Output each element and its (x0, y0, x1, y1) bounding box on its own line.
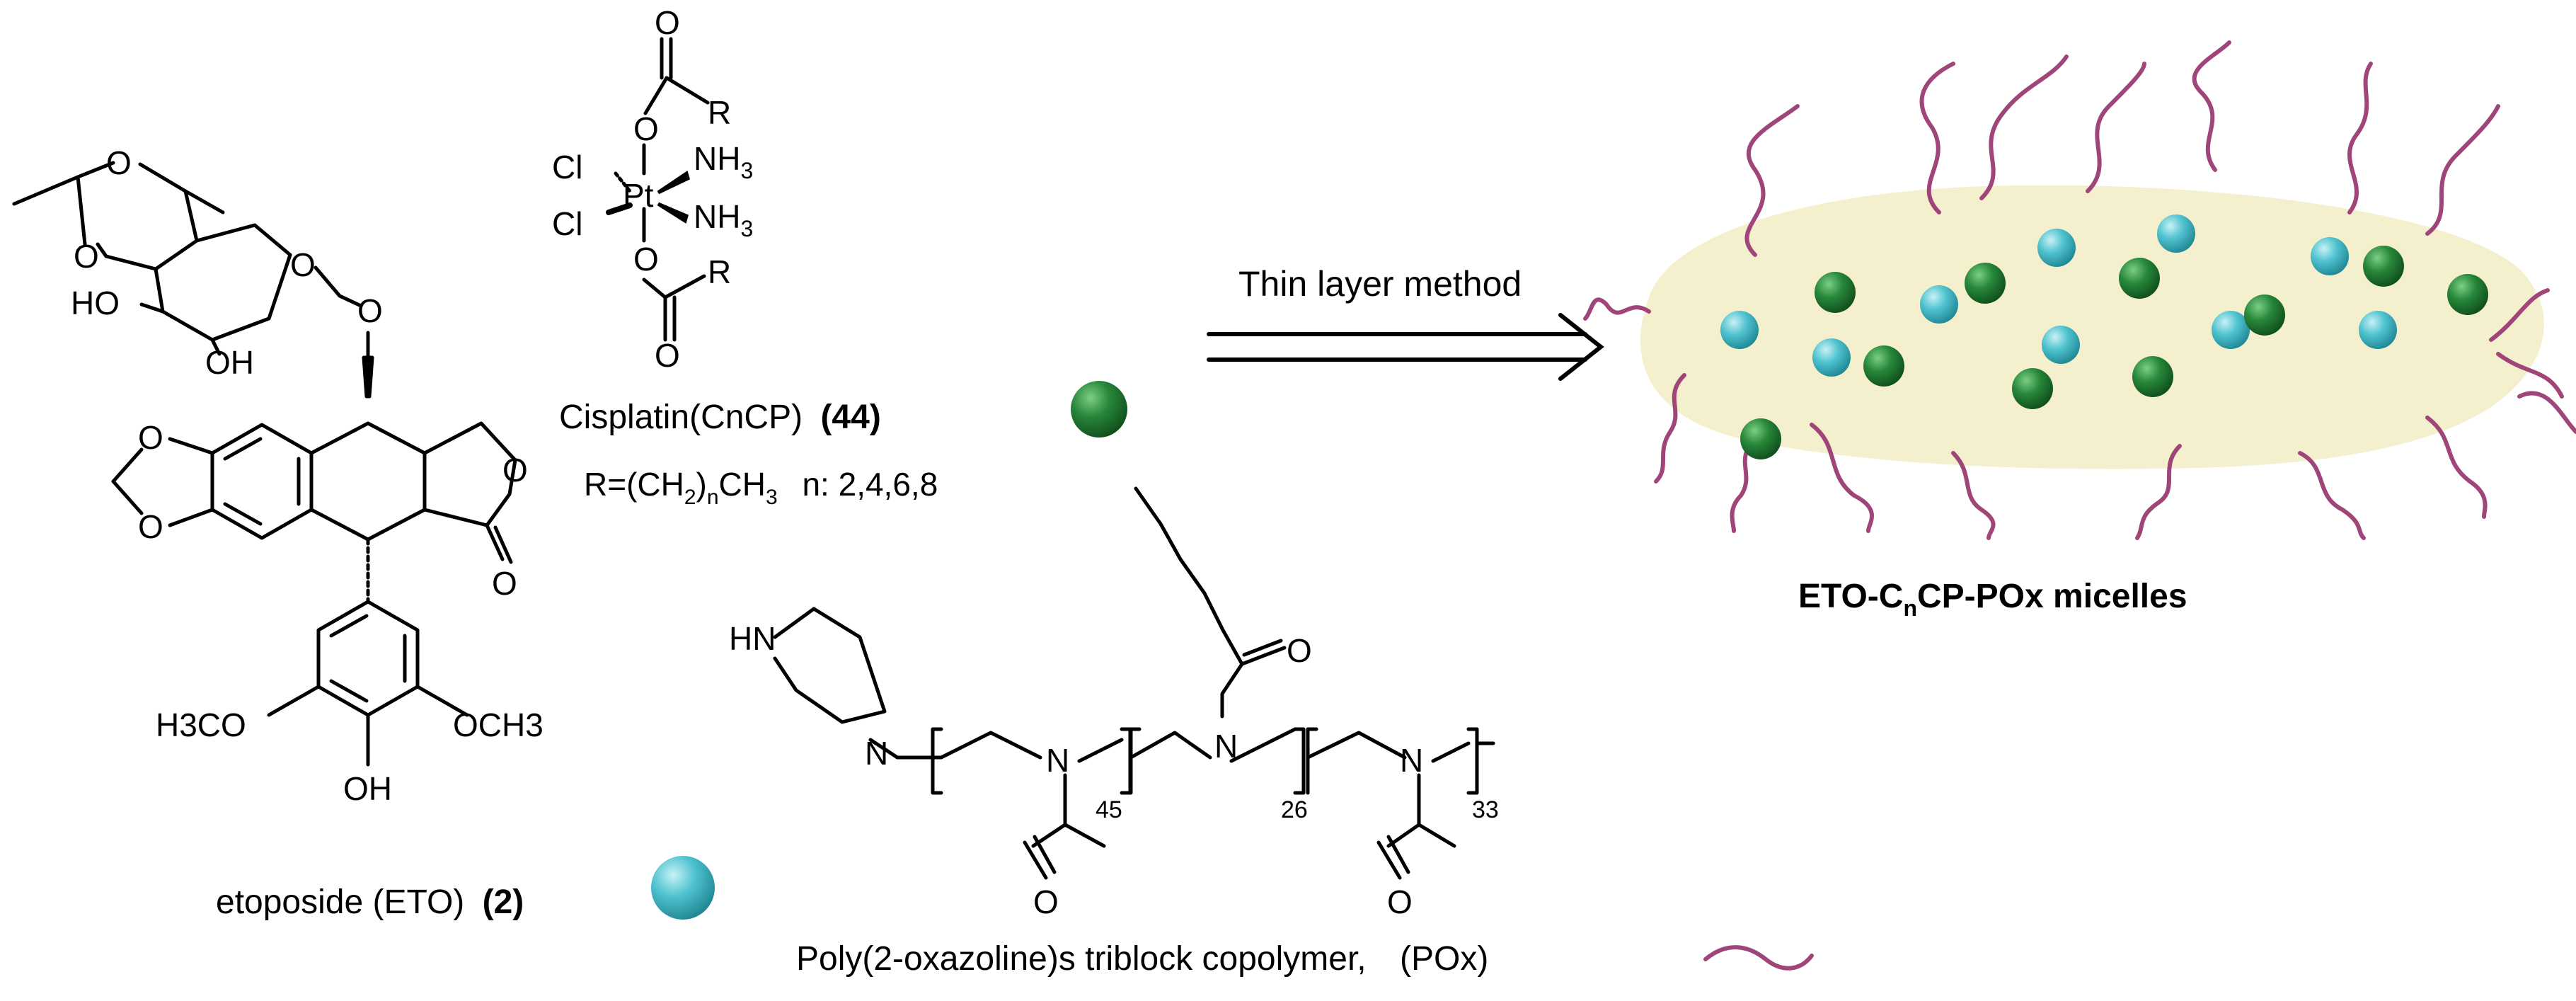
eto-atom-o-dioxane-1: O (106, 144, 132, 181)
micelle-green-spheres (1740, 246, 2488, 459)
cp-atom-o-carbonyl-top: O (655, 4, 680, 41)
pox-atom-n-block3: N (1400, 742, 1423, 779)
cp-atom-o-ester-bottom: O (633, 241, 659, 278)
arrow-label: Thin layer method (1238, 264, 1522, 304)
eto-atom-o-dioxane-2: O (74, 238, 99, 275)
cp-atom-pt: Pt (623, 177, 654, 214)
micelle-chains (1583, 40, 2576, 540)
cp-legend-sphere (1071, 381, 1127, 437)
cisplatin-structure (606, 37, 710, 342)
micelle (1583, 40, 2576, 540)
cp-atom-r-top: R (708, 94, 731, 131)
cisplatin-r-definition: R=(CH2)nCH3 n: 2,4,6,8 (584, 466, 938, 511)
pox-legend-chain (1703, 945, 1814, 971)
pox-atom-n-block1: N (1046, 742, 1069, 779)
cp-atom-cl-1: Cl (552, 149, 582, 185)
etoposide-atom-labels: O O O O HO OH O O O O H3CO OCH3 OH (71, 144, 544, 807)
eto-atom-oh: OH (205, 344, 254, 381)
eto-legend-sphere (651, 856, 715, 920)
eto-atom-o-lactone-carbonyl: O (492, 565, 517, 602)
cisplatin-atom-labels: O O R Cl Cl Pt NH3 NH3 O R O (552, 4, 753, 374)
pox-subscript-block3: 33 (1472, 796, 1499, 823)
cp-atom-r-bottom: R (708, 253, 731, 290)
pox-subscript-block2: 26 (1281, 796, 1308, 823)
eto-atom-ho: HO (71, 285, 120, 321)
cisplatin-name: Cisplatin(CnCP) (44) (559, 399, 881, 436)
pox-atom-o-acyl1: O (1033, 883, 1059, 920)
cp-atom-nh3-1: NH3 (694, 140, 753, 183)
pox-atom-n-piperazine: N (865, 735, 888, 772)
eto-atom-o-lactone-ring: O (502, 452, 528, 488)
eto-atom-o-methylenedioxy-2: O (138, 508, 163, 545)
eto-atom-o-methylenedioxy-1: O (138, 419, 163, 456)
copolymer-subscripts: 45 26 33 (1096, 796, 1499, 823)
eto-atom-o-glyco-link: O (357, 292, 383, 329)
pox-atom-o-acyl3: O (1387, 883, 1413, 920)
copolymer-atom-labels: HN N N N N O O O (729, 620, 1423, 920)
pox-atom-o-acyl2: O (1287, 632, 1312, 669)
pox-atom-hn: HN (729, 620, 776, 657)
eto-atom-och3: OCH3 (453, 707, 544, 743)
copolymer-structure (773, 486, 1495, 880)
etoposide-structure (12, 161, 517, 767)
cp-atom-o-ester-top: O (633, 110, 659, 147)
reaction-arrow (1207, 313, 1604, 381)
cp-atom-cl-2: Cl (552, 205, 582, 242)
pox-atom-n-block2: N (1214, 728, 1238, 765)
micelle-title: ETO-CnCP-POx micelles (1798, 578, 2187, 621)
cp-atom-nh3-2: NH3 (694, 198, 753, 241)
micelle-cyan-spheres (1720, 214, 2397, 377)
etoposide-name: etoposide (ETO) (2) (216, 883, 524, 921)
copolymer-name: Poly(2-oxazoline)s triblock copolymer, (… (796, 940, 1488, 978)
eto-atom-oh-phenol: OH (343, 770, 392, 807)
eto-atom-o-glyco-ring: O (290, 246, 316, 283)
cp-atom-o-carbonyl-bottom: O (655, 337, 680, 374)
eto-atom-h3co: H3CO (156, 707, 246, 743)
pox-subscript-block1: 45 (1096, 796, 1122, 823)
